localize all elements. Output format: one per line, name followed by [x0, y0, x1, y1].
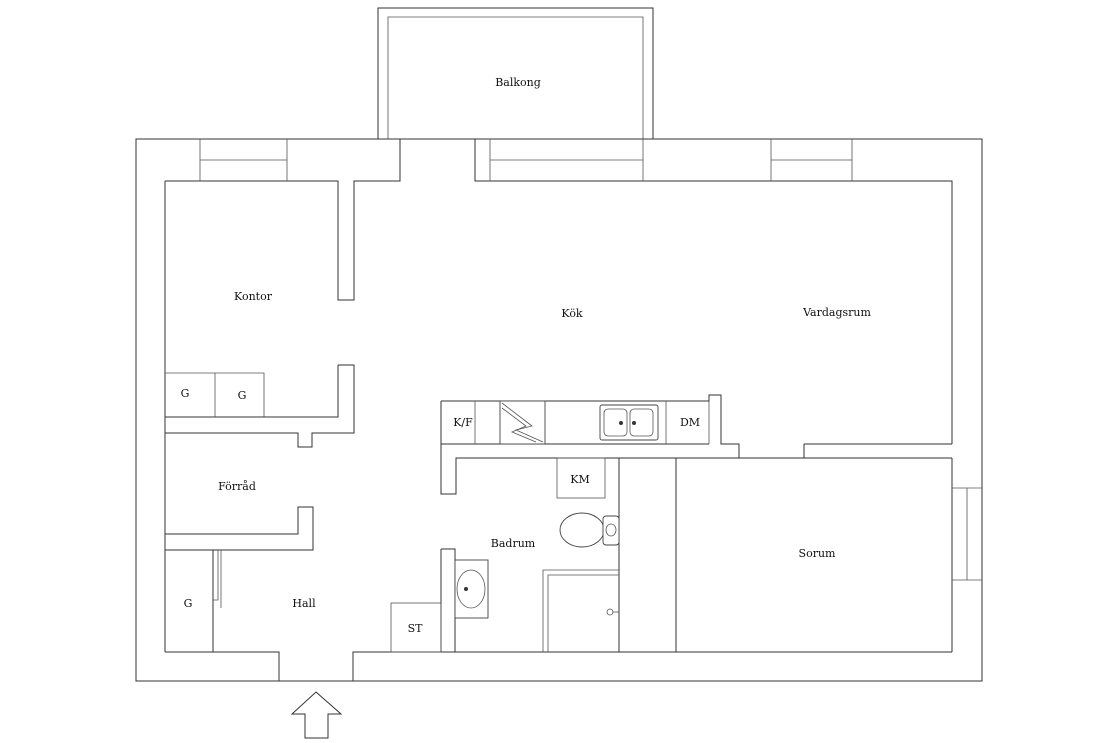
- fixture-label-garderob: G: [181, 387, 190, 400]
- office-walls: [165, 364, 355, 448]
- entrance-arrow-icon: [290, 691, 343, 739]
- fixture-label-tvattmaskin: KM: [570, 473, 589, 486]
- outer-walls: [135, 138, 983, 682]
- fixture-label-stad: ST: [408, 622, 424, 635]
- washing-machine: [556, 457, 606, 499]
- balcony: [377, 7, 654, 139]
- cleaning-cupboard: [390, 602, 442, 653]
- fixture-label-diskmaskin: DM: [680, 416, 700, 429]
- stove-icon: [499, 400, 546, 445]
- room-label-vardagsrum: Vardagsrum: [802, 306, 871, 319]
- kitchen-counter: [440, 394, 740, 495]
- double-sink-icon: [599, 404, 659, 441]
- room-label-forrad: Förråd: [218, 480, 256, 493]
- storage-walls: [165, 506, 314, 551]
- room-label-kok: Kök: [561, 307, 583, 320]
- room-label-sorum: Sorum: [799, 547, 837, 560]
- fixture-label-garderob: G: [184, 597, 193, 610]
- room-label-hall: Hall: [292, 597, 316, 610]
- fixture-label-kyl-frys: K/F: [453, 416, 473, 429]
- room-label-kontor: Kontor: [234, 290, 273, 303]
- washbasin-icon: [454, 559, 489, 619]
- hall-wardrobe: [212, 550, 222, 652]
- shower-icon: [542, 569, 619, 652]
- room-label-badrum: Badrum: [491, 537, 536, 550]
- fixture-label-garderob: G: [238, 389, 247, 402]
- toilet-icon: [559, 512, 620, 548]
- windows: [199, 139, 982, 581]
- room-label-balkong: Balkong: [495, 76, 541, 89]
